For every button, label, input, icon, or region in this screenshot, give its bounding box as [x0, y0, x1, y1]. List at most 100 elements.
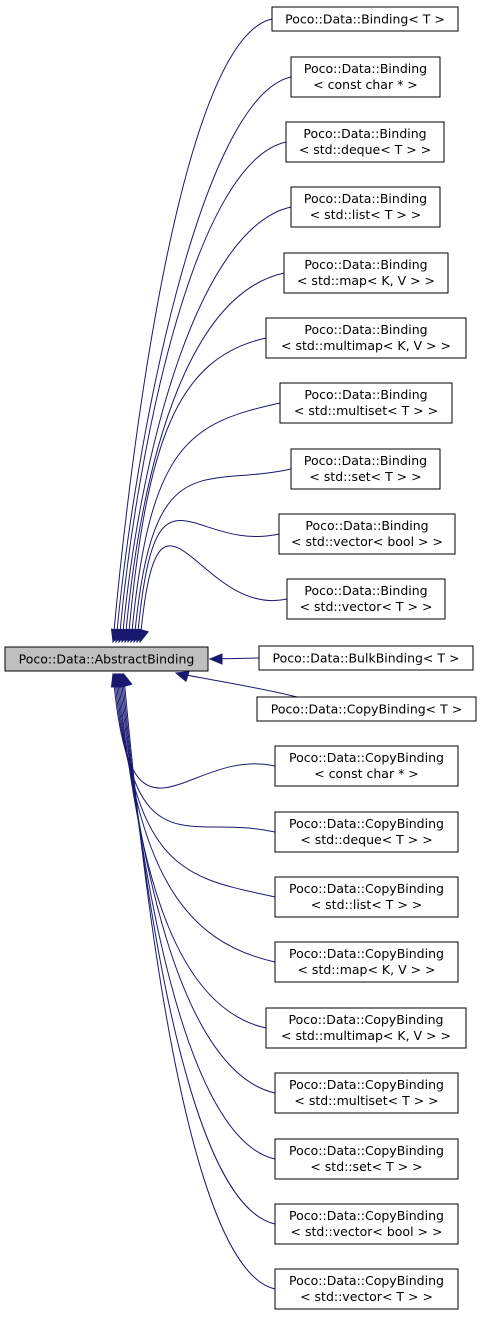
class-node-binding-map[interactable]: Poco::Data::Binding< std::map< K, V > > — [283, 252, 449, 294]
class-label-line: Poco::Data::CopyBinding — [289, 1012, 444, 1027]
inheritance-edge — [117, 673, 267, 1029]
class-box — [278, 513, 456, 555]
inheritance-edge — [116, 673, 276, 963]
class-node-copybinding-t[interactable]: Poco::Data::CopyBinding< T > — [256, 696, 477, 722]
class-box — [290, 186, 441, 228]
class-label-line: Poco::Data::Binding — [303, 126, 426, 141]
class-label-line: Poco::Data::Binding — [304, 322, 427, 337]
class-node-binding-vector-bool[interactable]: Poco::Data::Binding< std::vector< bool >… — [278, 513, 456, 555]
class-box — [274, 941, 459, 983]
class-node-copybinding-map[interactable]: Poco::Data::CopyBinding< std::map< K, V … — [274, 941, 459, 983]
class-label-line: < std::list< T > > — [311, 897, 423, 912]
class-label-line: < std::multiset< T > > — [294, 1093, 438, 1108]
class-box — [274, 745, 459, 787]
class-node-binding-deque[interactable]: Poco::Data::Binding< std::deque< T > > — [285, 121, 445, 163]
class-label-line: Poco::Data::CopyBinding — [289, 1273, 444, 1288]
class-box — [265, 317, 467, 359]
class-node-copybinding-multimap[interactable]: Poco::Data::CopyBinding< std::multimap< … — [265, 1007, 467, 1049]
class-node-copybinding-multiset[interactable]: Poco::Data::CopyBinding< std::multiset< … — [274, 1072, 459, 1114]
arrowhead — [174, 671, 190, 683]
inheritance-edge — [127, 337, 267, 643]
inheritance-edge — [115, 673, 276, 898]
class-box — [274, 1138, 459, 1180]
class-node-binding-multiset[interactable]: Poco::Data::Binding< std::multiset< T > … — [279, 382, 453, 424]
base-class-node[interactable]: Poco::Data::AbstractBinding — [4, 646, 209, 672]
class-box — [265, 1007, 467, 1049]
inheritance-edge — [133, 468, 292, 643]
class-label-line: < std::multiset< T > > — [294, 403, 438, 418]
class-label-line: < std::set< T > > — [309, 469, 421, 484]
class-box — [285, 121, 445, 163]
class-label-line: < std::vector< bool > > — [291, 534, 443, 549]
base-class-label: Poco::Data::AbstractBinding — [19, 652, 195, 667]
inheritance-edge — [130, 402, 281, 643]
arrowhead — [208, 653, 223, 665]
class-box — [274, 1268, 459, 1310]
class-label-line: Poco::Data::CopyBinding — [289, 946, 444, 961]
class-label-line: Poco::Data::Binding< T > — [285, 12, 445, 27]
inheritance-edge — [121, 673, 276, 1225]
class-node-binding-list[interactable]: Poco::Data::Binding< std::list< T > > — [290, 186, 441, 228]
class-node-binding-vector-t[interactable]: Poco::Data::Binding< std::vector< T > > — [286, 578, 446, 620]
class-label-line: Poco::Data::Binding — [304, 257, 427, 272]
arrowhead — [121, 672, 133, 688]
class-label-line: Poco::Data::CopyBinding — [289, 1077, 444, 1092]
class-box — [286, 578, 446, 620]
class-node-bulkbinding-t[interactable]: Poco::Data::BulkBinding< T > — [258, 645, 474, 671]
class-label-line: Poco::Data::Binding — [305, 518, 428, 533]
class-label-line: Poco::Data::CopyBinding< T > — [271, 702, 462, 717]
inheritance-edge — [119, 673, 276, 1094]
class-box — [274, 1072, 459, 1114]
class-label-line: Poco::Data::Binding — [304, 583, 427, 598]
class-node-binding-set[interactable]: Poco::Data::Binding< std::set< T > > — [290, 448, 441, 490]
inheritance-edge — [121, 206, 292, 643]
class-node-copybinding-deque[interactable]: Poco::Data::CopyBinding< std::deque< T >… — [274, 811, 459, 853]
class-node-copybinding-vector-t[interactable]: Poco::Data::CopyBinding< std::vector< T … — [274, 1268, 459, 1310]
class-box — [258, 645, 474, 671]
inheritance-edge — [124, 272, 285, 643]
class-box — [271, 6, 459, 32]
class-label-line: < std::vector< T > > — [300, 1289, 433, 1304]
class-label-line: Poco::Data::CopyBinding — [289, 1208, 444, 1223]
class-label-line: < std::multimap< K, V > > — [281, 338, 451, 353]
class-label-line: Poco::Data::CopyBinding — [289, 1143, 444, 1158]
class-node-copybinding-vector-bool[interactable]: Poco::Data::CopyBinding< std::vector< bo… — [274, 1203, 459, 1245]
inheritance-edge — [113, 673, 276, 833]
class-label-line: < std::map< K, V > > — [297, 273, 435, 288]
class-box — [283, 252, 449, 294]
inheritance-edge — [112, 18, 273, 643]
class-label-line: < const char * > — [313, 77, 418, 92]
inheritance-edge — [115, 76, 292, 643]
class-label-line: < std::list< T > > — [310, 207, 422, 222]
class-label-line: Poco::Data::Binding — [304, 191, 427, 206]
arrowhead — [137, 628, 149, 644]
class-node-copybinding-list[interactable]: Poco::Data::CopyBinding< std::list< T > … — [274, 876, 459, 918]
inheritance-edge — [118, 141, 287, 643]
class-label-line: < std::multimap< K, V > > — [281, 1028, 451, 1043]
inheritance-edges — [110, 18, 298, 1290]
class-label-line: < std::set< T > > — [310, 1159, 422, 1174]
class-label-line: Poco::Data::CopyBinding — [289, 881, 444, 896]
class-node-binding-t[interactable]: Poco::Data::Binding< T > — [271, 6, 459, 32]
class-label-line: < std::vector< T > > — [300, 599, 433, 614]
class-nodes: Poco::Data::AbstractBinding Poco::Data::B… — [4, 6, 477, 1310]
inheritance-edge — [139, 545, 288, 643]
class-box — [274, 811, 459, 853]
class-node-binding-const-char[interactable]: Poco::Data::Binding< const char * > — [290, 56, 441, 98]
inheritance-edge — [112, 673, 276, 789]
class-label-line: Poco::Data::BulkBinding< T > — [273, 651, 460, 666]
class-label-line: Poco::Data::CopyBinding — [289, 750, 444, 765]
class-label-line: Poco::Data::Binding — [304, 387, 427, 402]
class-node-copybinding-set[interactable]: Poco::Data::CopyBinding< std::set< T > > — [274, 1138, 459, 1180]
class-node-copybinding-const-char[interactable]: Poco::Data::CopyBinding< const char * > — [274, 745, 459, 787]
class-label-line: < std::deque< T > > — [299, 142, 431, 157]
class-label-line: Poco::Data::Binding — [304, 61, 427, 76]
class-box — [290, 56, 441, 98]
class-box — [256, 696, 477, 722]
class-label-line: < std::map< K, V > > — [297, 962, 435, 977]
inheritance-edge — [175, 672, 298, 698]
class-box — [274, 1203, 459, 1245]
class-node-binding-multimap[interactable]: Poco::Data::Binding< std::multimap< K, V… — [265, 317, 467, 359]
inheritance-edge — [136, 520, 280, 643]
